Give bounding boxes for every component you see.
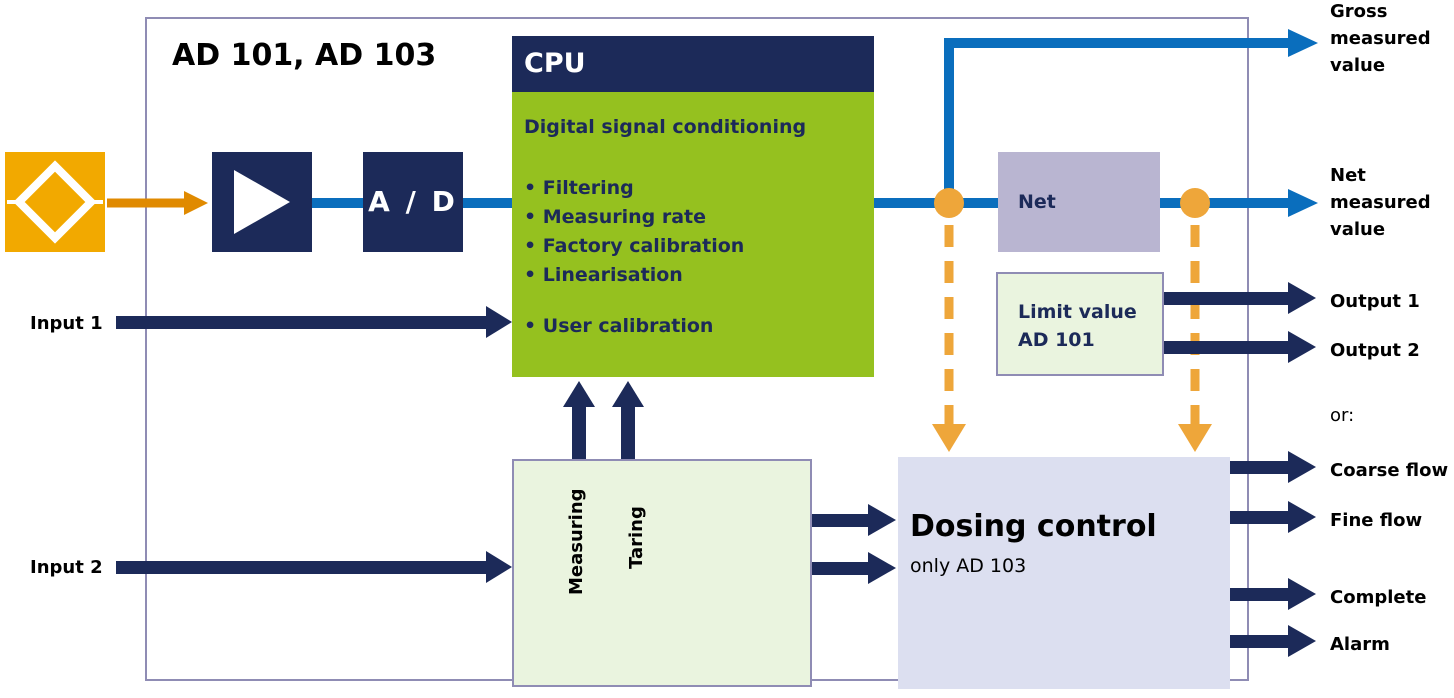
input-2-label: Input 2 [30,557,103,578]
junction-dot [1180,188,1210,218]
cpu-subtitle: Digital signal conditioning [524,116,807,138]
net-arrow-head [1288,189,1318,217]
net-measured-value-label: Net measured value [1330,165,1431,240]
input-1-label: Input 1 [30,313,103,334]
output-2-label: Output 2 [1330,340,1420,361]
cpu-item-user-calibration: User calibration [524,312,744,341]
dosing-subtitle: only AD 103 [910,555,1027,577]
cpu-heading: CPU [512,36,874,92]
junction-dot [934,188,964,218]
limit-value-block: Limit value AD 101 [996,272,1164,376]
gross-measured-value-label: Gross measured value [1330,1,1431,76]
dashed-arrow-head [932,424,966,452]
coarse-flow-label: Coarse flow [1330,460,1449,481]
cpu-item: Filtering [524,174,744,203]
dosing-title: Dosing control [910,509,1157,544]
complete-label: Complete [1330,587,1427,608]
amplifier-block [212,152,312,252]
cpu-item: Linearisation [524,261,744,290]
cpu-function-list: Filtering Measuring rate Factory calibra… [524,174,745,341]
alarm-label: Alarm [1330,634,1390,655]
ad-converter-block: A / D [363,152,463,252]
cpu-block: CPU Digital signal conditioning Filterin… [512,36,874,377]
dashed-control-lines [944,225,1200,426]
cpu-item: Factory calibration [524,232,745,261]
cpu-item: Measuring rate [524,203,744,232]
navy-arrows [116,282,1316,657]
output-1-label: Output 1 [1330,291,1420,312]
gross-arrow-head [1288,29,1318,57]
dosing-control-block: Dosing control only AD 103 [898,457,1230,689]
device-title: AD 101, AD 103 [172,38,437,73]
dashed-arrow-head [1178,424,1212,452]
net-block: Net [998,152,1160,252]
amplifier-icon [234,170,290,234]
input-function-block: Measuring Taring [512,459,812,687]
bridge-icon [7,160,103,244]
or-label: or: [1330,405,1355,426]
fine-flow-label: Fine flow [1330,510,1423,531]
signal-path [312,38,1290,208]
load-cell-sensor [5,152,105,252]
sensor-arrow [107,191,208,215]
